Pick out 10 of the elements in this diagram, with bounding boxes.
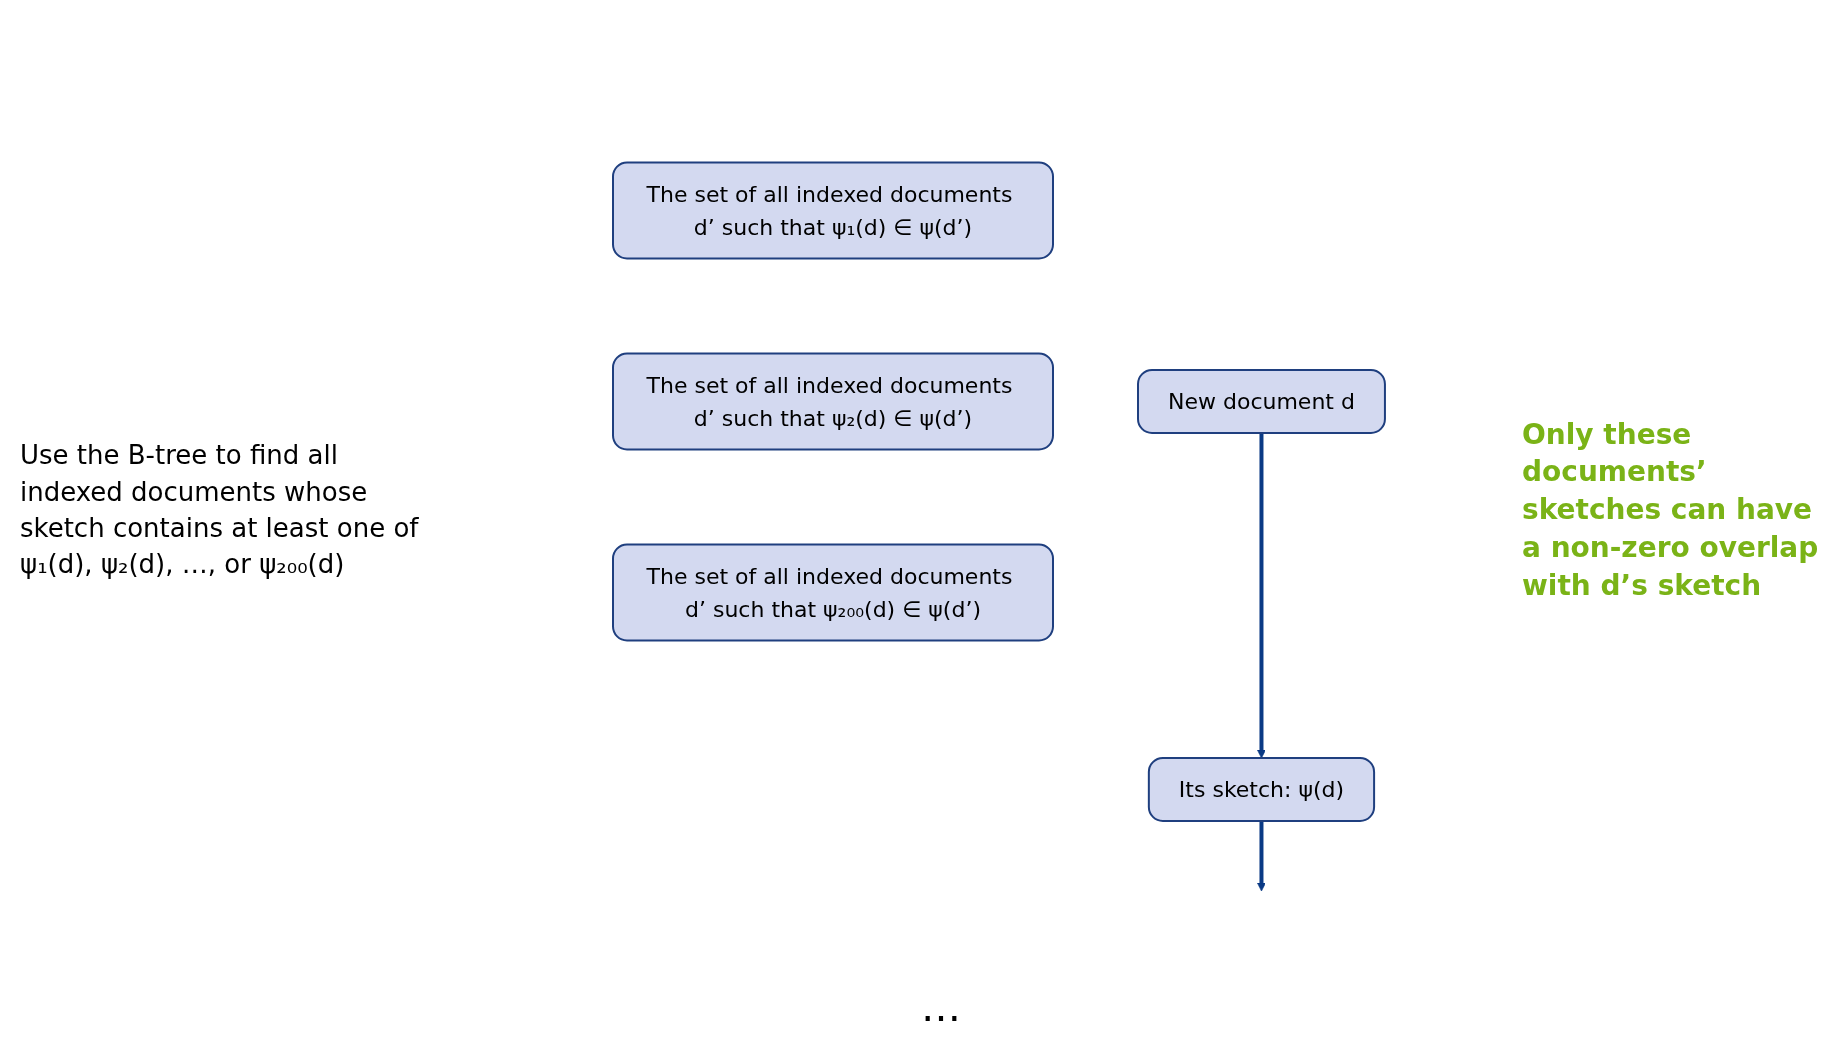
node-box: The set of all indexed documents d’ such that ψ₂(d) ∈ ψ(d’) [611, 352, 1054, 451]
ellipsis-text: … [921, 984, 961, 1030]
node-box: New document d [1136, 369, 1386, 434]
arrow [1256, 821, 1266, 892]
highlight-note: Only these documents’ sketches can have a non-zero overlap with d’s sketch [1522, 416, 1820, 604]
arrow [1256, 433, 1266, 759]
node-box: The set of all indexed documents d’ such that ψ₂₀₀(d) ∈ ψ(d’) [611, 543, 1054, 642]
note-text: Use the B-tree to find all indexed documents whose sketch contains at least one of ψ₁(d), ψ₂(d), …, or ψ₂₀₀(d) [20, 439, 420, 582]
node-box: The set of all indexed documents d’ such that ψ₁(d) ∈ ψ(d’) [611, 161, 1054, 260]
node-box: Its sketch: ψ(d) [1147, 757, 1375, 822]
